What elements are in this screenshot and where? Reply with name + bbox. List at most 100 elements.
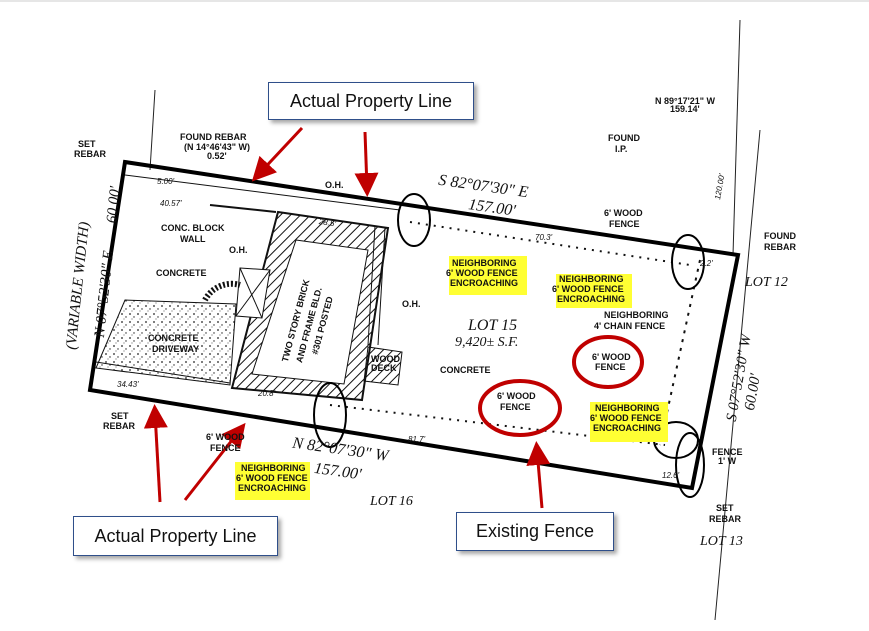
highlight [590, 402, 668, 442]
dim-40-57: 40.57' [160, 199, 182, 208]
wood-fence-south-label: 6' WOOD FENCE [206, 432, 245, 453]
oh-label: O.H. [229, 245, 248, 255]
fence-circle [397, 193, 431, 247]
dim-120: 120.00' [713, 173, 726, 201]
svg-text:60.00': 60.00' [742, 372, 764, 412]
ne-line [732, 19, 741, 256]
svg-text:ENCROACHING: ENCROACHING [593, 423, 661, 433]
svg-text:SET: SET [716, 503, 734, 513]
east-bearing: S 07°52'30" W 60.00' [724, 332, 765, 423]
arrow-property-line [143, 404, 168, 503]
svg-text:159.14': 159.14' [670, 104, 700, 114]
svg-text:6' WOOD FENCE: 6' WOOD FENCE [236, 473, 308, 483]
svg-text:6' WOOD FENCE: 6' WOOD FENCE [552, 284, 624, 294]
dim-70-3: 70.3' [535, 233, 553, 242]
svg-text:REBAR: REBAR [74, 149, 107, 159]
lot-13-label: LOT 13 [699, 534, 743, 549]
svg-text:NEIGHBORING: NEIGHBORING [241, 463, 306, 473]
arrow-property-line [251, 126, 304, 182]
fence-circle [671, 234, 705, 290]
svg-text:FENCE: FENCE [712, 447, 743, 457]
svg-text:CONCRETE: CONCRETE [148, 333, 199, 343]
wood-fence-north-label: 6' WOOD FENCE [604, 208, 643, 229]
svg-text:REBAR: REBAR [103, 421, 136, 431]
chain-fence-label: NEIGHBORING 4' CHAIN FENCE [594, 310, 669, 331]
red-circle-wood-fence [478, 379, 562, 437]
adjacent-line [714, 129, 761, 621]
dim-12-6: 12.6' [662, 471, 680, 480]
encroaching-label-2: NEIGHBORING 6' WOOD FENCE ENCROACHING [552, 274, 625, 304]
svg-text:DRIVEWAY: DRIVEWAY [152, 344, 199, 354]
svg-text:REBAR: REBAR [764, 242, 797, 252]
svg-text:FENCE: FENCE [500, 402, 531, 412]
svg-text:(N 14°46'43" W): (N 14°46'43" W) [184, 142, 250, 152]
svg-text:FENCE: FENCE [595, 362, 626, 372]
svg-text:LOT 15: LOT 15 [467, 317, 517, 334]
lot-12-label: LOT 12 [744, 275, 788, 290]
fence-1w-label: FENCE 1' W [712, 447, 743, 466]
dim-81-7: 81.7' [408, 435, 426, 444]
svg-text:SET: SET [111, 411, 129, 421]
porch-cross [239, 267, 263, 319]
set-rebar-se: SET REBAR [709, 503, 742, 524]
red-circle-wood-fence [572, 335, 644, 389]
fence-circle [675, 432, 705, 498]
arrow-property-line [183, 422, 246, 501]
concrete-label: CONCRETE [440, 365, 491, 375]
highlight [235, 462, 310, 500]
set-rebar-sw: SET REBAR [103, 411, 136, 431]
svg-text:WALL: WALL [180, 234, 206, 244]
encroaching-label-4: NEIGHBORING 6' WOOD FENCE ENCROACHING [236, 463, 308, 493]
arrow-existing-fence [526, 441, 551, 509]
svg-text:1' W: 1' W [718, 456, 737, 466]
svg-text:ENCROACHING: ENCROACHING [557, 294, 625, 304]
porch-cross [235, 269, 271, 317]
svg-text:N 89°17'21" W: N 89°17'21" W [655, 96, 716, 106]
svg-text:0.52': 0.52' [207, 151, 227, 161]
oh-label: O.H. [402, 299, 421, 309]
concrete-driveway [95, 299, 237, 386]
arrow-property-line [354, 131, 379, 197]
svg-text:(VARIABLE WIDTH): (VARIABLE WIDTH) [64, 221, 93, 350]
callout-actual-property-line-bottom: Actual Property Line [73, 516, 278, 556]
building-interior [251, 239, 369, 385]
svg-text:I.P.: I.P. [615, 144, 627, 154]
svg-text:6' WOOD FENCE: 6' WOOD FENCE [590, 413, 662, 423]
overhang-line [377, 227, 386, 346]
overhang-line [367, 225, 376, 346]
svg-text:4' CHAIN FENCE: 4' CHAIN FENCE [594, 321, 665, 331]
svg-text:S 82°07'30" E: S 82°07'30" E [437, 172, 529, 201]
lot-16-label: LOT 16 [369, 494, 413, 509]
svg-text:REBAR: REBAR [709, 514, 742, 524]
svg-text:FOUND: FOUND [764, 231, 796, 241]
lot-boundary [87, 159, 741, 491]
svg-text:NEIGHBORING: NEIGHBORING [604, 310, 669, 320]
encroaching-label-1: NEIGHBORING 6' WOOD FENCE ENCROACHING [446, 258, 518, 288]
svg-text:NEIGHBORING: NEIGHBORING [559, 274, 624, 284]
ne-bearing: N 89°17'21" W 159.14' [655, 96, 716, 114]
svg-text:WOOD: WOOD [371, 354, 400, 364]
svg-text:SET: SET [78, 139, 96, 149]
svg-text:157.00': 157.00' [313, 460, 363, 484]
oh-label: O.H. [325, 180, 344, 190]
svg-text:60.00': 60.00' [104, 185, 124, 224]
conc-block-wall-label: CONC. BLOCK WALL [161, 223, 225, 244]
dim-20-8: 20.8' [257, 389, 276, 398]
svg-text:NEIGHBORING: NEIGHBORING [452, 258, 517, 268]
dim-34-43: 34.43' [117, 380, 139, 389]
svg-text:FOUND: FOUND [608, 133, 640, 143]
dim-5-00: 5.00' [157, 177, 175, 186]
svg-text:DECK: DECK [371, 363, 397, 373]
setback-line-s [95, 361, 231, 384]
svg-text:ENCROACHING: ENCROACHING [238, 483, 306, 493]
dim-28-5: 28.5' [317, 217, 337, 228]
svg-text:6' WOOD: 6' WOOD [497, 391, 536, 401]
dim-2-2: 2.2' [699, 259, 713, 268]
north-bearing: S 82°07'30" E 157.00' [437, 172, 529, 220]
concrete-step [202, 280, 241, 302]
highlight [556, 274, 632, 308]
highlight [449, 256, 527, 295]
svg-text:FENCE: FENCE [210, 443, 241, 453]
set-rebar-nw: SET REBAR [74, 139, 107, 159]
